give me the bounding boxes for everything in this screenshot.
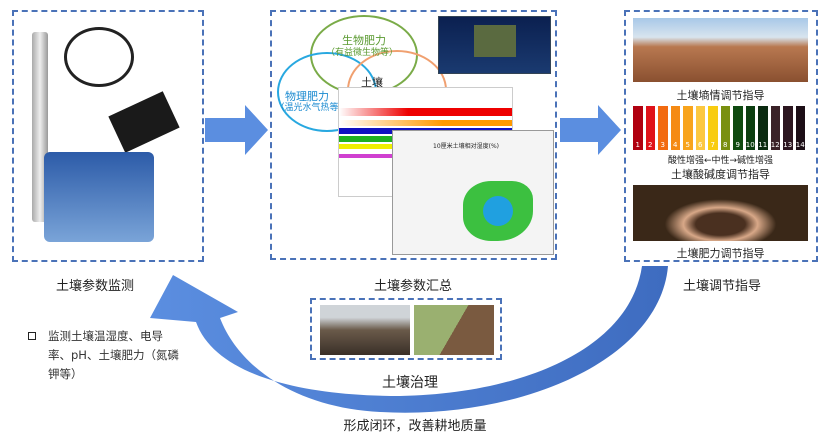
ph-number: 1 (635, 141, 640, 149)
summary-panel: 生物肥力 （有益微生物等） 物理肥力 （温光水气热等 土壤 10厘米土壤相对湿度… (270, 10, 557, 260)
venn-phys-sub: （温光水气热等 (275, 103, 339, 113)
right-arrow-1 (205, 105, 268, 155)
ph-bar: 7 (708, 106, 718, 150)
loop-arrow (150, 266, 668, 413)
moisture-field-image (633, 18, 808, 82)
treatment-panel (310, 298, 502, 360)
sensor-cable-image (64, 27, 134, 87)
analyzer-image (44, 152, 154, 242)
ph-caption: 酸性增强←中性→碱性增强 (667, 156, 774, 166)
soil-hands-image (633, 185, 808, 241)
ph-number: 8 (723, 141, 728, 149)
planter-tractor-image (320, 305, 410, 355)
ph-number: 5 (685, 141, 690, 149)
china-moisture-map: 10厘米土壤相对湿度(%) (392, 130, 554, 255)
ph-number: 12 (770, 141, 780, 149)
fertility-guidance-label: 土壤肥力调节指导 (676, 247, 765, 260)
venn-bio-sub: （有益微生物等） (325, 48, 398, 58)
guidance-panel (624, 10, 818, 262)
moisture-guidance-label: 土壤墒情调节指导 (676, 89, 765, 102)
plowing-tractor-image (414, 305, 494, 355)
ph-number: 11 (758, 141, 768, 149)
dashboard-screenshot (438, 16, 551, 74)
venn-soil-label: 土壤 (361, 76, 383, 89)
monitoring-title: 土壤参数监测 (55, 279, 134, 294)
ph-bar: 11 (758, 106, 768, 150)
venn-bio-label: 生物肥力 (342, 34, 386, 47)
ph-number: 9 (735, 141, 740, 149)
summary-title: 土壤参数汇总 (373, 279, 452, 294)
ph-bar: 12 (770, 106, 780, 150)
ph-bar: 4 (670, 106, 680, 150)
ph-number: 7 (710, 141, 715, 149)
ph-number: 4 (673, 141, 678, 149)
ph-bar: 6 (695, 106, 705, 150)
ph-number: 14 (795, 141, 805, 149)
ph-bar: 8 (720, 106, 730, 150)
bullet-square-icon (28, 332, 36, 340)
monitoring-bullet: 监测土壤温湿度、电导率、pH、土壤肥力（氮磷钾等） (28, 327, 183, 384)
treatment-title: 土壤治理 (382, 375, 438, 391)
ph-number: 13 (783, 141, 793, 149)
ph-bar: 9 (733, 106, 743, 150)
ph-bar: 3 (658, 106, 668, 150)
venn-phys-label: 物理肥力 (285, 90, 329, 103)
ph-bar: 14 (795, 106, 805, 150)
ph-bar: 10 (745, 106, 755, 150)
ph-bar: 13 (783, 106, 793, 150)
ph-bar: 2 (645, 106, 655, 150)
ph-number: 3 (660, 141, 665, 149)
ph-bar: 5 (683, 106, 693, 150)
ph-number: 2 (648, 141, 653, 149)
ph-guidance-label: 土壤酸碱度调节指导 (671, 168, 770, 181)
right-arrow-2 (560, 105, 621, 155)
sensor-device-image (108, 91, 180, 153)
footer-text: 形成闭环，改善耕地质量 (343, 419, 487, 434)
ph-bar: 1 (633, 106, 643, 150)
bullet-text: 监测土壤温湿度、电导率、pH、土壤肥力（氮磷钾等） (48, 329, 179, 381)
ph-number: 10 (745, 141, 755, 149)
guidance-title: 土壤调节指导 (682, 279, 761, 294)
monitoring-panel (12, 10, 204, 262)
ph-number: 6 (698, 141, 703, 149)
map-title: 10厘米土壤相对湿度(%) (433, 143, 500, 150)
